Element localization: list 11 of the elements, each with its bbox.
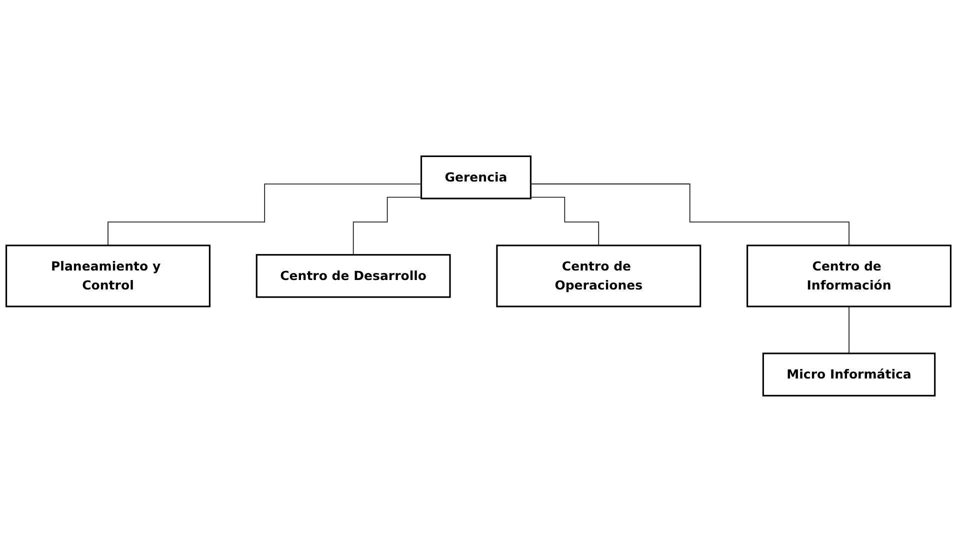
node-box (746, 244, 952, 308)
connector (848, 306, 850, 354)
connector (108, 184, 422, 246)
node-box (256, 254, 451, 298)
node-box (6, 244, 210, 308)
connector (530, 196, 600, 246)
node-box (420, 156, 532, 200)
node-box (762, 352, 936, 396)
connector (352, 196, 422, 256)
node-box (496, 244, 702, 308)
connector (530, 184, 850, 246)
